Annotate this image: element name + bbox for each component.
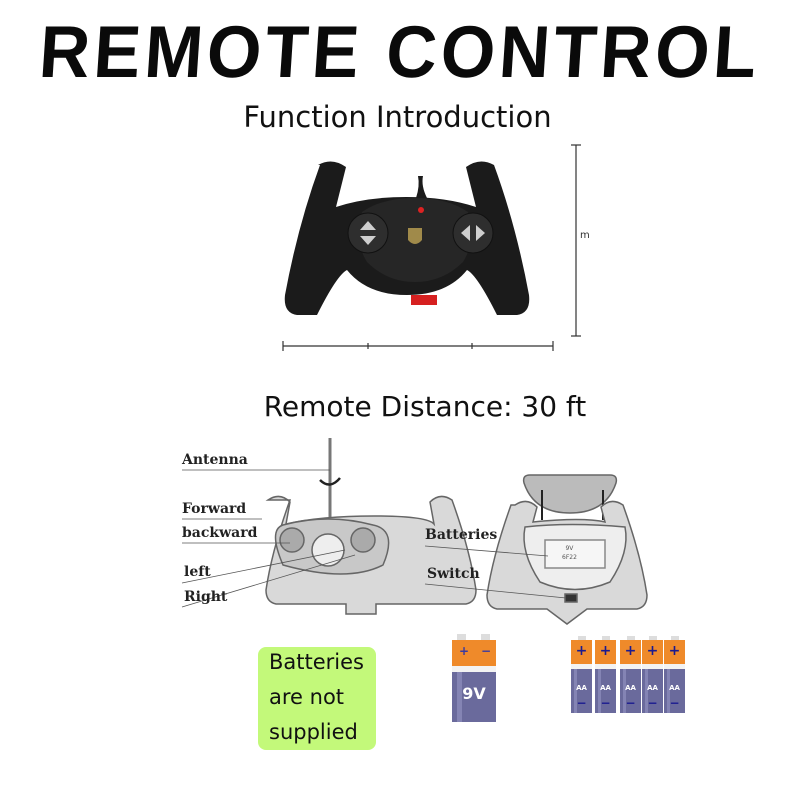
aa-minus: − <box>576 696 587 710</box>
label-right: Right <box>184 589 228 605</box>
note-line: supplied <box>269 720 358 744</box>
aa-minus: − <box>647 696 658 710</box>
compartment-voltage: 9V <box>565 545 574 552</box>
aa-battery-part <box>595 664 616 669</box>
batteries-not-supplied-note: Batteries are not supplied <box>258 647 376 750</box>
aa-plus: + <box>646 643 659 659</box>
battery-9v-label: 9V <box>462 684 486 703</box>
aa-battery-part <box>642 664 663 669</box>
aa-minus: − <box>625 696 636 710</box>
battery-aa-icons <box>571 636 685 713</box>
label-forward: Forward <box>182 501 247 517</box>
aa-battery-part <box>664 664 685 669</box>
aa-label: AA <box>625 684 636 692</box>
label-batteries: Batteries <box>425 527 498 543</box>
aa-label: AA <box>647 684 658 692</box>
aa-label: AA <box>669 684 680 692</box>
aa-plus: + <box>575 643 588 659</box>
aa-label: AA <box>600 684 611 692</box>
aa-battery-part <box>602 636 610 640</box>
compartment-text: 9V 6F22 <box>562 544 577 562</box>
aa-plus: + <box>624 643 637 659</box>
back-diagram <box>486 474 648 625</box>
note-line: Batteries <box>269 650 364 674</box>
aa-battery-part <box>620 664 641 669</box>
label-left: left <box>184 564 211 580</box>
dimension-lines <box>282 144 581 351</box>
aa-plus: + <box>668 643 681 659</box>
remote-photo <box>284 161 530 315</box>
front-leader-lines <box>181 469 356 608</box>
aa-battery-part <box>620 640 641 664</box>
aa-plus: + <box>599 643 612 659</box>
aa-minus: − <box>669 696 680 710</box>
label-switch: Switch <box>427 566 480 582</box>
aa-battery-part <box>671 636 679 640</box>
aa-battery-part <box>571 664 592 669</box>
section-subtitle: Function Introduction <box>243 100 552 134</box>
aa-battery-part <box>598 669 601 713</box>
aa-battery-part <box>627 636 635 640</box>
battery-9v-icon <box>452 634 496 722</box>
label-backward: backward <box>182 525 258 541</box>
aa-battery-part <box>623 669 626 713</box>
front-diagram <box>265 438 477 615</box>
aa-battery-part <box>645 669 648 713</box>
label-antenna: Antenna <box>182 452 248 468</box>
remote-distance: Remote Distance: 30 ft <box>263 390 587 423</box>
aa-battery-part <box>667 669 670 713</box>
battery-9v-plus: + <box>459 644 470 658</box>
aa-battery-part <box>578 636 586 640</box>
aa-minus: − <box>600 696 611 710</box>
aa-battery-part <box>664 640 685 664</box>
back-leader-lines <box>424 545 567 599</box>
aa-label: AA <box>576 684 587 692</box>
note-line: are not <box>269 685 345 709</box>
aa-battery-part <box>642 640 663 664</box>
aa-battery-part <box>574 669 577 713</box>
battery-9v-minus: − <box>481 644 492 658</box>
aa-battery-part <box>649 636 657 640</box>
dimension-label: m <box>580 230 590 241</box>
compartment-model: 6F22 <box>562 554 577 561</box>
aa-battery-part <box>595 640 616 664</box>
aa-battery-part <box>571 640 592 664</box>
